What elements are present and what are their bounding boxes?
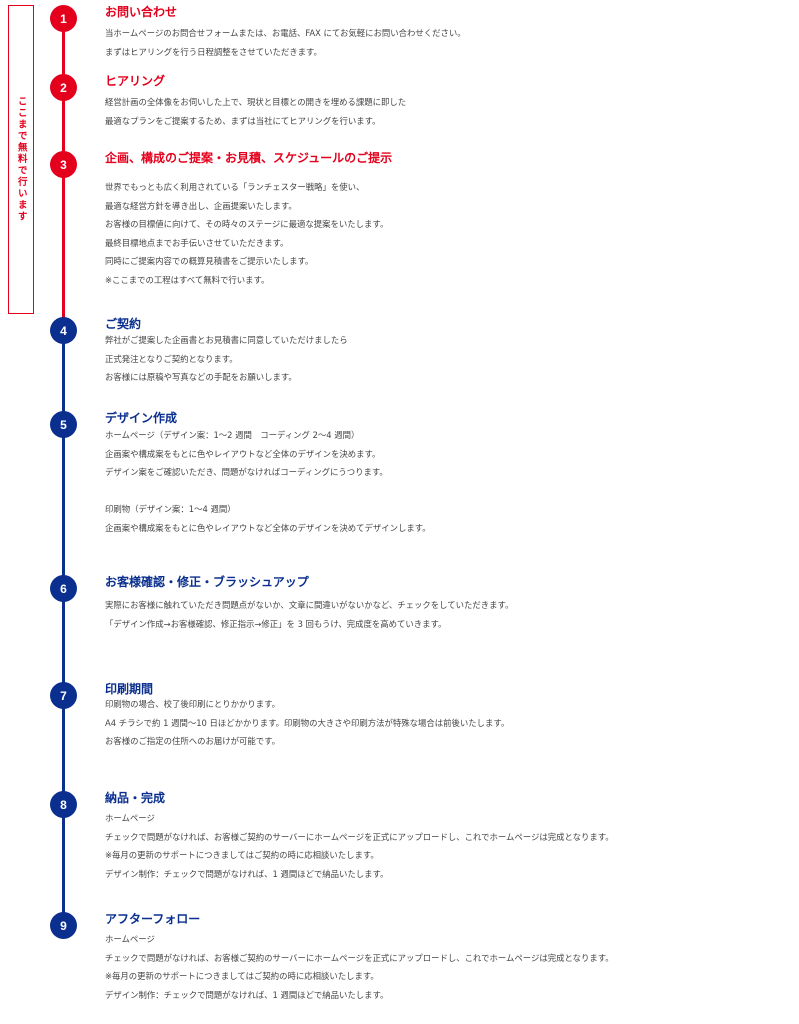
step-text-line: 経営計画の全体像をお伺いした上で、現状と目標との開きを埋める課題に即した <box>105 97 407 107</box>
step-title: 企画、構成のご提案・お見積、スケジュールのご提示 <box>105 151 393 165</box>
step-text-line: デザイン案をご確認いただき、問題がなければコーディングにうつります。 <box>105 467 388 477</box>
step-text-line: ホームページ（デザイン案：1〜2 週間 コーディング 2〜4 週間） <box>105 430 360 440</box>
step-number-badge: 8 <box>50 791 77 818</box>
step-text-line: 当ホームページのお問合せフォームまたは、お電話、FAX にてお気軽にお問い合わせ… <box>105 28 466 38</box>
step-text-line: 印刷物の場合、校了後印刷にとりかかります。 <box>105 699 281 709</box>
step-description: ホームページ チェックで問題がなければ、お客様ご契約のサーバーにホームページを正… <box>105 930 795 1004</box>
timeline-line-paid <box>62 330 65 923</box>
step-text-line: まずはヒアリングを行う日程調整をさせていただきます。 <box>105 46 322 57</box>
step-description: 実際にお客様に触れていただき問題点がないか、文章に間違いがないかなど、チェックを… <box>105 596 795 633</box>
step-title: 印刷期間 <box>105 682 154 696</box>
step-number-badge: 4 <box>50 317 77 344</box>
step-text-line: 世界でもっとも広く利用されている「ランチェスター戦略」を使い、 <box>105 182 365 192</box>
step-text-line: ※ここまでの工程はすべて無料で行います。 <box>105 274 270 285</box>
step-text-line: ※毎月の更新のサポートにつきましてはご契約の時に応相談いたします。 <box>105 971 379 981</box>
step-text-line: 同時にご提案内容での概算見積書をご提示いたします。 <box>105 256 314 266</box>
step-text-line: 最終目標地点までお手伝いさせていただきます。 <box>105 237 289 248</box>
step-number-badge: 2 <box>50 74 77 101</box>
step-title: 納品・完成 <box>105 791 166 805</box>
step-text-line: 正式発注となりご契約となります。 <box>105 353 238 364</box>
step-text-line: 印刷物（デザイン案：1〜4 週間） <box>105 504 236 514</box>
step-title: ヒアリング <box>105 74 166 88</box>
step-title: お問い合わせ <box>105 5 178 19</box>
step-description: 当ホームページのお問合せフォームまたは、お電話、FAX にてお気軽にお問い合わせ… <box>105 24 795 61</box>
step-text-line: チェックで問題がなければ、お客様ご契約のサーバーにホームページを正式にアップロー… <box>105 952 614 963</box>
step-description: ホームページ（デザイン案：1〜2 週間 コーディング 2〜4 週間） 企画案や構… <box>105 426 795 537</box>
step-text-line: 企画案や構成案をもとに色やレイアウトなど全体のデザインを決めてデザインします。 <box>105 522 431 533</box>
step-text-line: ホームページ <box>105 934 155 944</box>
step-text-line: 最適な経営方針を導き出し、企画提案いたします。 <box>105 200 297 211</box>
step-text-line: ホームページ <box>105 813 155 823</box>
step-number-badge: 6 <box>50 575 77 602</box>
step-description: 印刷物の場合、校了後印刷にとりかかります。 A4 チラシで約 1 週間〜10 日… <box>105 695 795 751</box>
step-number-badge: 3 <box>50 151 77 178</box>
step-text-line: お客様には原稿や写真などの手配をお願いします。 <box>105 372 297 382</box>
step-title: お客様確認・修正・ブラッシュアップ <box>105 575 309 589</box>
step-text-line: 「デザイン作成→お客様確認、修正指示→修正」を 3 回もうけ、完成度を高めていき… <box>105 618 447 629</box>
step-description: ホームページ チェックで問題がなければ、お客様ご契約のサーバーにホームページを正… <box>105 809 795 883</box>
step-text-line <box>105 482 795 501</box>
step-description: 経営計画の全体像をお伺いした上で、現状と目標との開きを埋める課題に即した 最適な… <box>105 93 795 130</box>
step-text-line: チェックで問題がなければ、お客様ご契約のサーバーにホームページを正式にアップロー… <box>105 831 614 842</box>
step-number-badge: 9 <box>50 912 77 939</box>
step-text-line: 弊社がご提案した企画書とお見積書に同意していただけましたら <box>105 335 348 345</box>
free-section-note-text: ここまで無料で行います <box>15 96 27 223</box>
step-text-line: お客様のご指定の住所へのお届けが可能です。 <box>105 736 281 746</box>
step-title: デザイン作成 <box>105 411 178 425</box>
step-text-line: デザイン制作：チェックで問題がなければ、1 週間ほどで納品いたします。 <box>105 989 389 1000</box>
step-number-badge: 1 <box>50 5 77 32</box>
step-text-line: 企画案や構成案をもとに色やレイアウトなど全体のデザインを決めます。 <box>105 448 381 459</box>
free-section-note: ここまで無料で行います <box>8 5 34 314</box>
step-text-line: デザイン制作：チェックで問題がなければ、1 週間ほどで納品いたします。 <box>105 868 389 879</box>
step-text-line: A4 チラシで約 1 週間〜10 日ほどかかります。印刷物の大きさや印刷方法が特… <box>105 717 510 728</box>
step-text-line: お客様の目標値に向けて、その時々のステージに最適な提案をいたします。 <box>105 219 389 229</box>
step-description: 世界でもっとも広く利用されている「ランチェスター戦略」を使い、 最適な経営方針を… <box>105 178 795 289</box>
step-title: ご契約 <box>105 317 142 331</box>
step-description: 弊社がご提案した企画書とお見積書に同意していただけましたら 正式発注となりご契約… <box>105 331 795 387</box>
step-title: アフターフォロー <box>105 912 201 926</box>
step-text-line: 最適なプランをご提案するため、まずは当社にてヒアリングを行います。 <box>105 115 381 126</box>
step-text-line: ※毎月の更新のサポートにつきましてはご契約の時に応相談いたします。 <box>105 850 379 860</box>
step-number-badge: 7 <box>50 682 77 709</box>
step-text-line: 実際にお客様に触れていただき問題点がないか、文章に間違いがないかなど、チェックを… <box>105 600 514 610</box>
step-number-badge: 5 <box>50 411 77 438</box>
